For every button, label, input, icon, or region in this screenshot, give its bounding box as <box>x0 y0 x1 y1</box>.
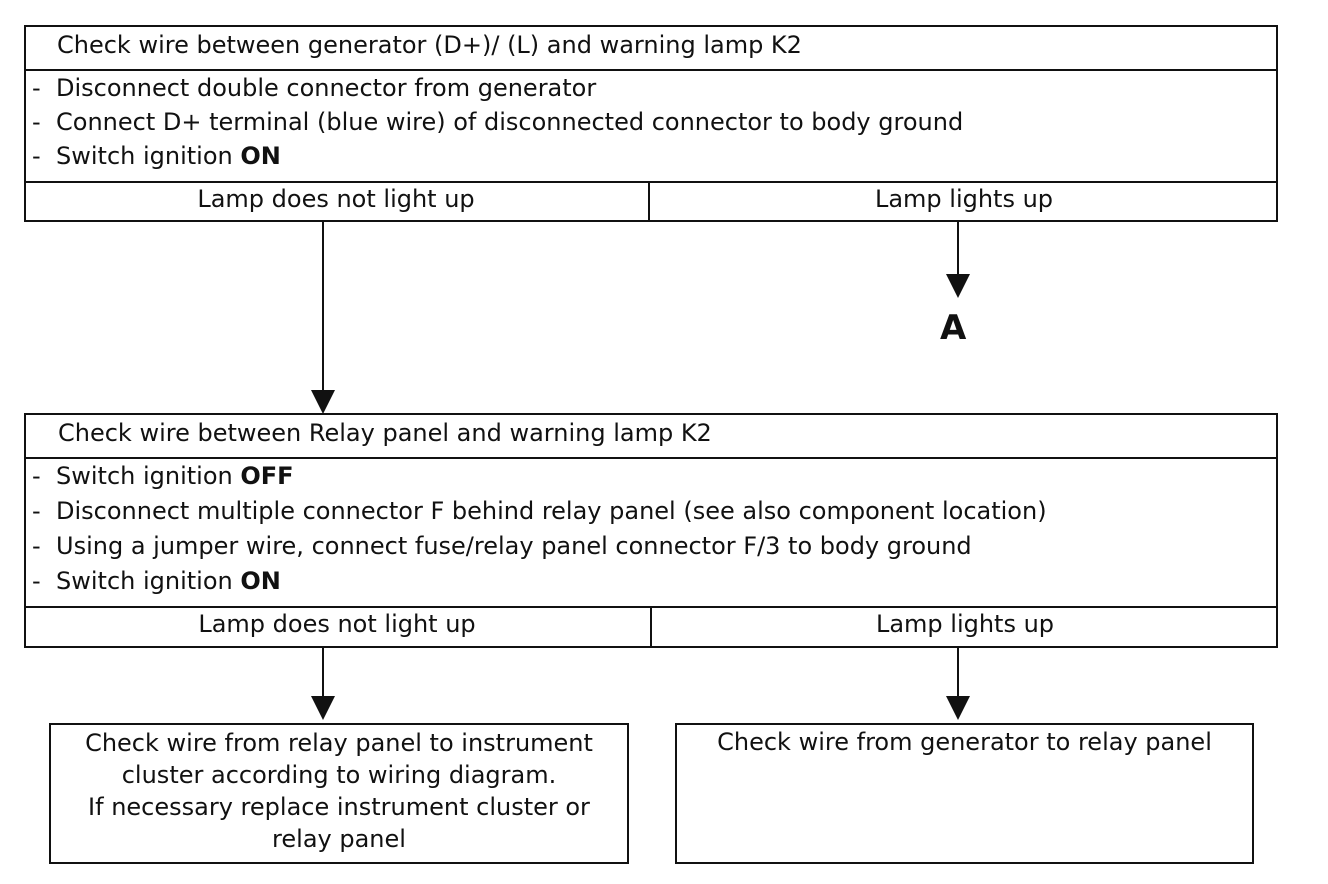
connector-line <box>322 648 324 696</box>
result-line: relay panel <box>272 825 406 853</box>
arrow-down-icon <box>946 274 970 298</box>
arrow-down-icon <box>311 696 335 720</box>
step-text: Connect D+ terminal (blue wire) of disco… <box>56 108 964 136</box>
step-text: Switch ignition <box>56 567 241 595</box>
test-block-2-title: Check wire between Relay panel and warni… <box>58 419 712 447</box>
step-dash: - <box>32 74 41 102</box>
test-step: -Switch ignition ON <box>32 564 281 598</box>
divider <box>650 606 652 648</box>
divider <box>648 181 650 222</box>
test-step: -Using a jumper wire, connect fuse/relay… <box>32 529 972 563</box>
divider <box>24 69 1278 71</box>
step-dash: - <box>32 142 41 170</box>
test-step: -Switch ignition ON <box>32 139 281 173</box>
result-text-right: Check wire from generator to relay panel <box>677 726 1252 758</box>
test-block-1-title: Check wire between generator (D+)/ (L) a… <box>57 31 802 59</box>
step-emphasis: OFF <box>240 462 294 490</box>
test-step: -Connect D+ terminal (blue wire) of disc… <box>32 105 963 139</box>
outcome-lamp-on: Lamp lights up <box>875 610 1055 638</box>
step-dash: - <box>32 532 41 560</box>
result-text-left: Check wire from relay panel to instrumen… <box>51 727 627 855</box>
result-box-left <box>49 723 629 864</box>
arrow-down-icon <box>311 390 335 414</box>
step-text: Switch ignition <box>56 462 241 490</box>
step-text: Using a jumper wire, connect fuse/relay … <box>56 532 972 560</box>
test-block-1 <box>24 25 1278 222</box>
reference-label-a: A <box>940 308 967 348</box>
test-step: -Disconnect multiple connector F behind … <box>32 494 1047 528</box>
step-dash: - <box>32 497 41 525</box>
step-emphasis: ON <box>240 142 281 170</box>
step-text: Disconnect multiple connector F behind r… <box>56 497 1047 525</box>
test-step: -Switch ignition OFF <box>32 459 294 493</box>
connector-line <box>322 222 324 392</box>
arrow-down-icon <box>946 696 970 720</box>
outcome-lamp-on: Lamp lights up <box>874 185 1054 213</box>
step-dash: - <box>32 567 41 595</box>
connector-line <box>957 648 959 696</box>
result-line: If necessary replace instrument cluster … <box>88 793 590 821</box>
divider <box>24 457 1278 459</box>
result-line: Check wire from generator to relay panel <box>717 728 1212 756</box>
step-dash: - <box>32 108 41 136</box>
result-line: Check wire from relay panel to instrumen… <box>85 729 593 757</box>
outcome-lamp-off: Lamp does not light up <box>197 185 475 213</box>
result-box-right <box>675 723 1254 864</box>
outcome-lamp-off: Lamp does not light up <box>198 610 476 638</box>
divider <box>24 181 1278 183</box>
result-line: cluster according to wiring diagram. <box>121 761 557 789</box>
test-step: -Disconnect double connector from genera… <box>32 71 596 105</box>
step-emphasis: ON <box>240 567 281 595</box>
step-dash: - <box>32 462 41 490</box>
step-text: Switch ignition <box>56 142 241 170</box>
connector-line <box>957 222 959 276</box>
step-text: Disconnect double connector from generat… <box>56 74 597 102</box>
